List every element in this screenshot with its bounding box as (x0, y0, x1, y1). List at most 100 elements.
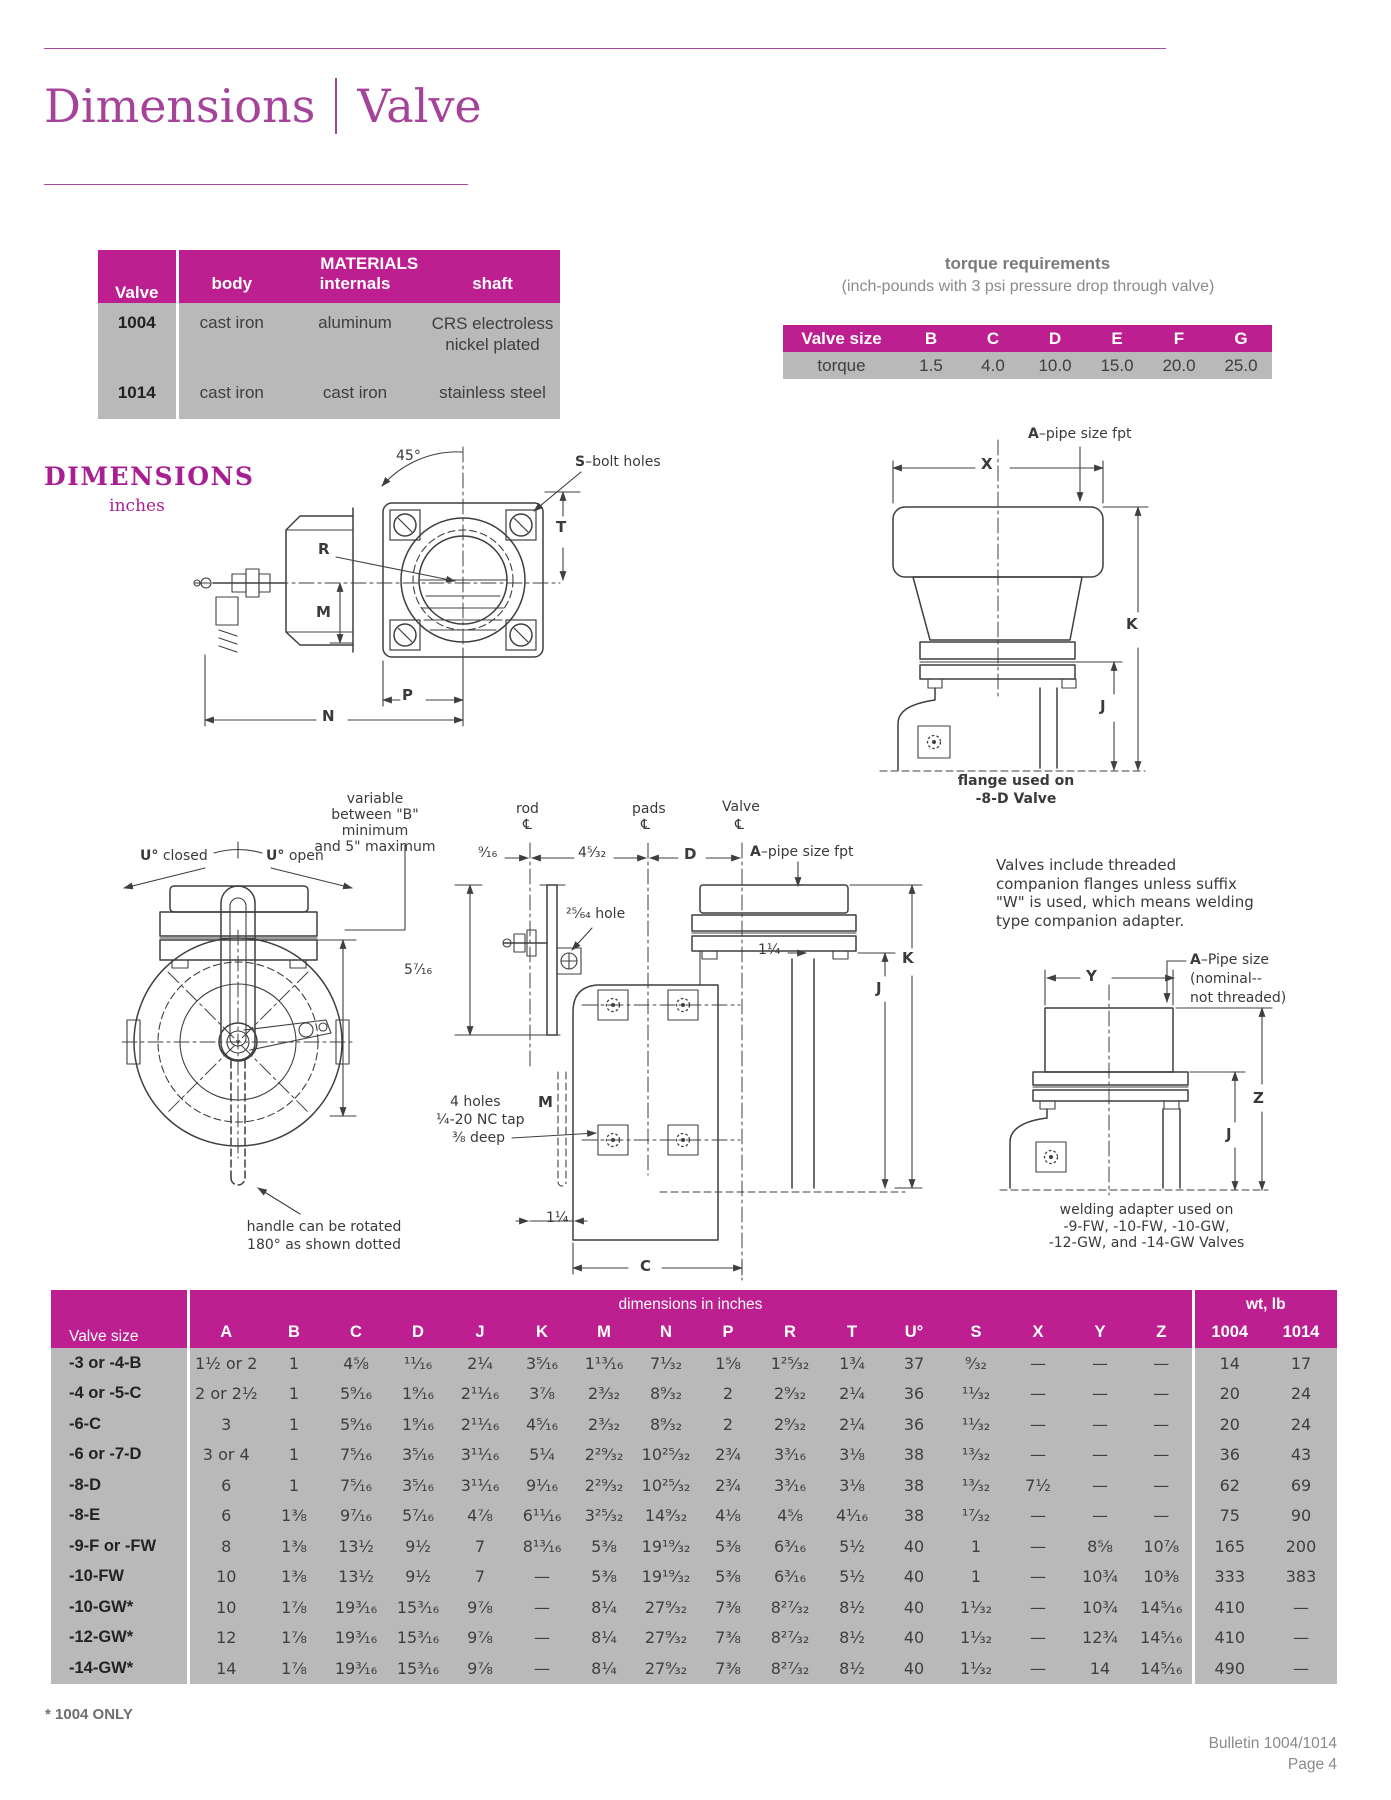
dim-cell: — (1007, 1500, 1069, 1531)
valve-size-cell: -9-F or -FW (51, 1531, 190, 1562)
dim-cell: 1⅞ (263, 1622, 325, 1653)
torque-value: 4.0 (962, 352, 1024, 379)
torque-col-header: Valve size (783, 325, 900, 352)
valve-model: 1014 (98, 378, 179, 419)
dim-cell: 9⅞ (449, 1622, 511, 1653)
dim-cell: 1¾ (821, 1348, 883, 1379)
dim-cell: 1 (263, 1409, 325, 1440)
weight-span-header: wt, lb (1191, 1290, 1337, 1316)
col-header: P (697, 1316, 759, 1348)
dim-cell: ⁹⁄₃₂ (945, 1348, 1007, 1379)
dim-cell: — (1007, 1409, 1069, 1440)
drawing-flange-elevation (879, 439, 1149, 772)
materials-span-header: MATERIALS (177, 250, 560, 274)
dim-cell: 9½ (387, 1561, 449, 1592)
body-material: cast iron (177, 303, 285, 378)
shaft-material: CRS electroless nickel plated (425, 303, 560, 378)
flange-caption: flange used on -8-D Valve (957, 773, 1075, 807)
dim-cell: — (511, 1592, 573, 1623)
col-header: 1004 (1191, 1316, 1265, 1348)
dim-cell: 1¹⁄₃₂ (945, 1622, 1007, 1653)
body-material: cast iron (177, 378, 285, 419)
dim-cell: 14⁵⁄₁₆ (1131, 1653, 1193, 1684)
dim-9-16-label: ⁹⁄₁₆ (478, 845, 498, 861)
col-header: T (821, 1316, 883, 1348)
col-header: J (449, 1316, 511, 1348)
dim-cell: 5⁹⁄₁₆ (325, 1409, 387, 1440)
dim-cell: 8½ (821, 1592, 883, 1623)
col-header: U° (883, 1316, 945, 1348)
dim-cell: 1¹⁄₃₂ (945, 1653, 1007, 1684)
dim-cell: 20 (1191, 1409, 1265, 1440)
dim-cell: ¹³⁄₃₂ (945, 1439, 1007, 1470)
dim-cell: 13½ (325, 1561, 387, 1592)
tap-note-line1: 4 holes (450, 1094, 501, 1110)
dim-cell: 410 (1191, 1622, 1265, 1653)
page-title: Dimensions Valve (44, 78, 482, 134)
col-header: N (635, 1316, 697, 1348)
u-closed-label: U° closed (140, 848, 208, 864)
dim-cell: 4⅞ (449, 1500, 511, 1531)
dim-cell: 9½ (387, 1531, 449, 1562)
pipe-size-note-line3: not threaded) (1190, 990, 1287, 1006)
dim-cell: 15³⁄₁₆ (387, 1622, 449, 1653)
dimensions-span-header: dimensions in inches (188, 1290, 1193, 1316)
dim-cell: 9⅞ (449, 1653, 511, 1684)
dim-cell: 8½ (821, 1653, 883, 1684)
dim-cell: 2¼ (821, 1378, 883, 1409)
pipe-size-label: A–pipe size fpt (1028, 426, 1132, 442)
dim-cell: 9¹⁄₁₆ (511, 1470, 573, 1501)
dim-cell: 5¹⁄₄ (511, 1439, 573, 1470)
welding-adapter-caption: welding adapter used on -9-FW, -10-FW, -… (1048, 1202, 1245, 1251)
dim-cell: — (1007, 1622, 1069, 1653)
drawing-handle-view (121, 841, 406, 1215)
dim-cell: 2 (697, 1409, 759, 1440)
dim-cell: ¹¹⁄₃₂ (945, 1409, 1007, 1440)
dim-cell: 7⅜ (697, 1592, 759, 1623)
dim-cell: 1⅝ (697, 1348, 759, 1379)
dim-cell: 6³⁄₁₆ (759, 1531, 821, 1562)
dim-P-label: P (402, 686, 413, 704)
dim-cell: ¹¹⁄₃₂ (945, 1378, 1007, 1409)
torque-value: 1.5 (900, 352, 962, 379)
dim-cell: 2 (697, 1378, 759, 1409)
dim-cell: — (1007, 1653, 1069, 1684)
sub-rule (44, 184, 468, 185)
dim-cell: 6 (188, 1500, 263, 1531)
centerline-symbol: ℄ (523, 817, 532, 833)
torque-value: 10.0 (1024, 352, 1086, 379)
valve-size-cell: -14-GW* (51, 1653, 190, 1684)
top-rule (44, 48, 1166, 49)
dim-cell: 24 (1265, 1409, 1337, 1440)
dim-cell: 410 (1191, 1592, 1265, 1623)
dim-cell: 43 (1265, 1439, 1337, 1470)
dim-cell: 383 (1265, 1561, 1337, 1592)
dim-cell: 2²⁹⁄₃₂ (573, 1439, 635, 1470)
dim-cell: 1¹⁄₃₂ (945, 1592, 1007, 1623)
dim-cell: 5⅜ (697, 1561, 759, 1592)
dim-cell: 3⁵⁄₁₆ (387, 1439, 449, 1470)
dim-cell: — (1007, 1561, 1069, 1592)
dim-cell: 3¹¹⁄₁₆ (449, 1470, 511, 1501)
dim-cell: 8¹³⁄₁₆ (511, 1531, 573, 1562)
dim-cell: — (1069, 1378, 1131, 1409)
variable-note: variable between "B" minimum and 5" maxi… (314, 791, 436, 855)
pipe-size-label: A–Pipe size (1190, 952, 1269, 968)
valve-size-cell: -3 or -4-B (51, 1348, 190, 1379)
dim-Z-label: Z (1253, 1089, 1264, 1107)
dim-cell: ¹¹⁄₁₆ (387, 1348, 449, 1379)
valve-size-cell: -6-C (51, 1409, 190, 1440)
col-header: S (945, 1316, 1007, 1348)
pads-centerline-label: pads (632, 801, 666, 817)
bulletin-info: Bulletin 1004/1014 Page 4 (1209, 1733, 1337, 1775)
dim-cell: 2¹¹⁄₁₆ (449, 1409, 511, 1440)
dim-cell: 69 (1265, 1470, 1337, 1501)
dim-cell: 4⁵⁄₁₆ (511, 1409, 573, 1440)
footnote: * 1004 ONLY (45, 1706, 133, 1723)
page-title-left: Dimensions (44, 79, 316, 133)
valve-size-header: Valve size (51, 1290, 190, 1348)
dimensions-heading: DIMENSIONS (44, 462, 255, 491)
